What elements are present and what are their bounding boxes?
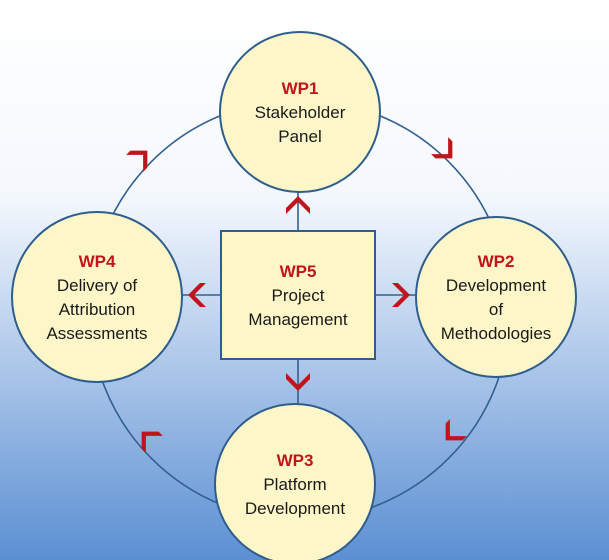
wp3-circle [214, 403, 376, 560]
wp1-label-line: Panel [278, 127, 321, 146]
wp1-circle [219, 31, 381, 193]
wp4-label-line: Attribution [59, 300, 136, 319]
wp4-id: WP4 [79, 252, 116, 271]
wp3-label-line: Platform [263, 475, 326, 494]
wp1-id: WP1 [282, 79, 319, 98]
wp5-label-line: Management [248, 310, 348, 329]
wp2-id: WP2 [478, 252, 515, 271]
wp5-id: WP5 [280, 262, 317, 281]
wp4-label-line: Assessments [46, 324, 147, 343]
wp4-circle [11, 211, 183, 383]
wp3-id: WP3 [277, 451, 314, 470]
wp2-label-line: Development [446, 276, 546, 295]
wp2-label-line: of [489, 300, 503, 319]
wp2-label-line: Methodologies [441, 324, 552, 343]
wp2-circle [415, 216, 577, 378]
chevron-arrow-icon [286, 196, 310, 214]
chevron-arrow-icon [286, 373, 310, 391]
wp4-label-line: Delivery of [57, 276, 138, 295]
wp5-box [220, 230, 376, 360]
wp3-label-line: Development [245, 499, 345, 518]
chevron-arrow-icon [188, 283, 206, 307]
wp1-label-line: Stakeholder [255, 103, 346, 122]
chevron-arrow-icon [392, 283, 410, 307]
wp5-label-line: Project [272, 286, 325, 305]
